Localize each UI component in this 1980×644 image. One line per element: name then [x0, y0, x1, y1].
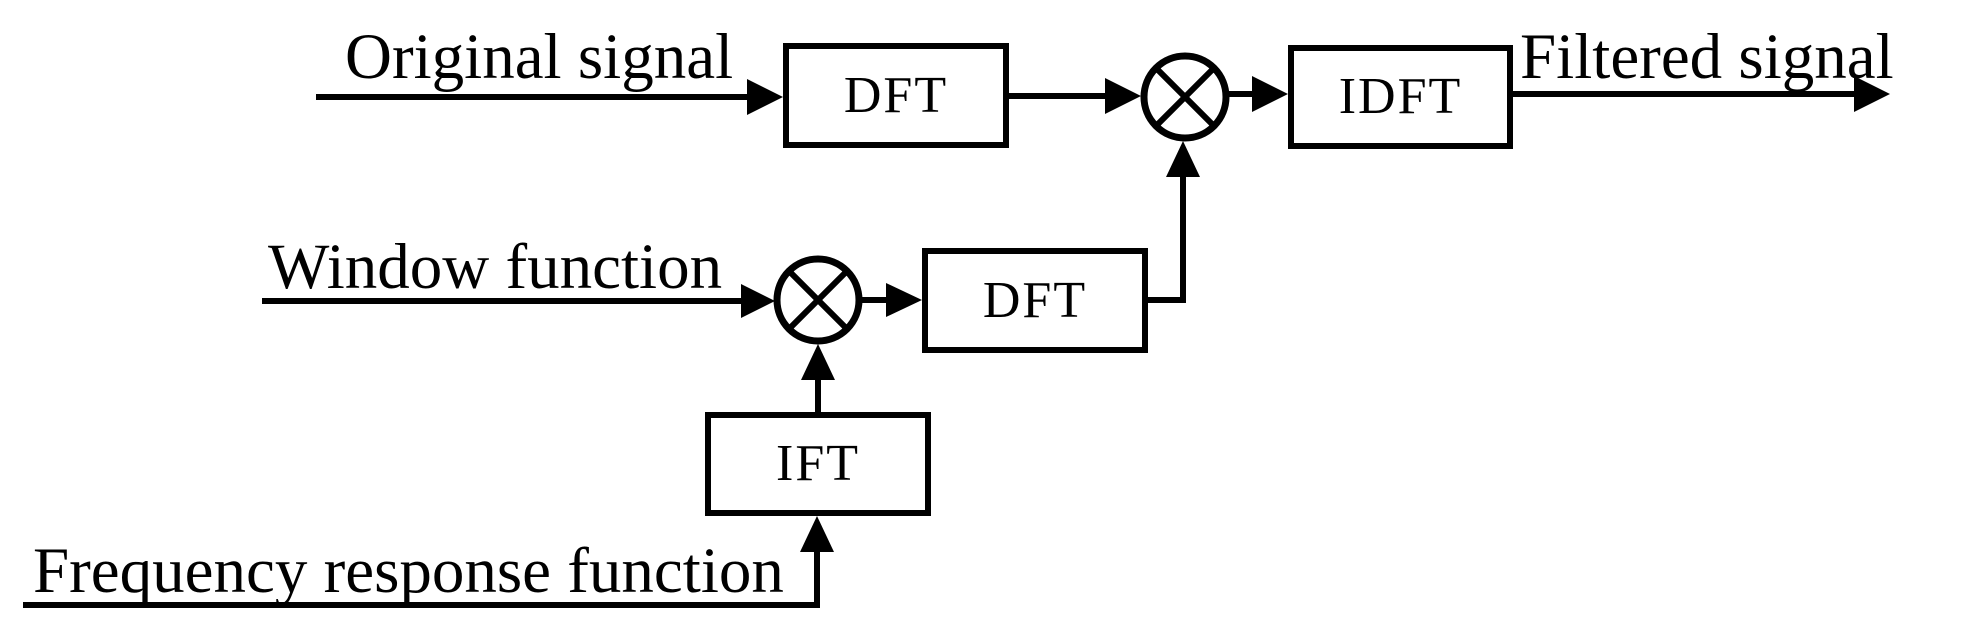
multiply-cross-stroke: [1154, 66, 1216, 128]
idft-block-label: IDFT: [1338, 68, 1463, 125]
arrowhead-up-into-multiplier-top: [1166, 141, 1200, 177]
arrowhead-into-multiplier-top: [1105, 78, 1141, 114]
multiply-cross-stroke: [787, 269, 849, 331]
dft-top-block: DFT: [783, 43, 1009, 148]
dft-mid-block: DFT: [922, 248, 1148, 353]
filtered-signal-label: Filtered signal: [1520, 21, 1894, 93]
frequency-response-line: [23, 551, 820, 608]
dft-mid-block-label: DFT: [982, 271, 1088, 329]
arrowhead-filtered-output: [1854, 76, 1890, 112]
arrowhead-into-dft-mid: [886, 283, 922, 317]
frequency-response-label: Frequency response function: [33, 535, 784, 607]
idft-block: IDFT: [1288, 45, 1513, 149]
original-signal-label: Original signal: [345, 21, 734, 93]
multiply-icon: [773, 255, 863, 345]
ift-block: IFT: [705, 412, 931, 516]
multiplier-node-top: [1140, 52, 1230, 142]
arrowhead-into-multiplier-mid: [741, 284, 775, 318]
arrowhead-into-dft-top: [747, 79, 783, 115]
window-function-label: Window function: [268, 231, 723, 303]
dft-mid-to-multiplier-top-elbow: [1147, 176, 1186, 303]
arrowhead-up-into-multiplier-mid: [801, 344, 835, 380]
dft-top-block-label: DFT: [843, 66, 949, 124]
ift-block-label: IFT: [776, 435, 860, 492]
multiplier-node-mid: [773, 255, 863, 345]
arrowhead-up-into-ift: [800, 516, 834, 552]
arrowhead-into-idft: [1252, 76, 1288, 112]
